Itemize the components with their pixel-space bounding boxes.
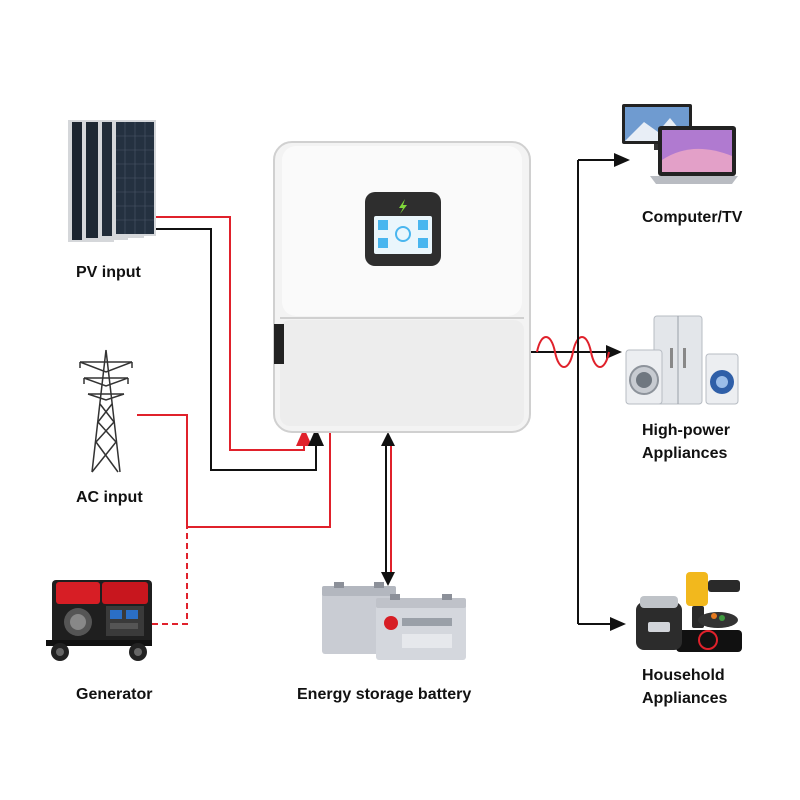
solar-panel-icon	[68, 120, 156, 242]
high-power-label-line2: Appliances	[642, 445, 728, 462]
sine-wave	[536, 336, 610, 368]
output-arrow	[606, 345, 622, 359]
battery-arrow-up	[381, 432, 395, 446]
computer-arrow	[614, 153, 630, 167]
household-appliances-icon	[636, 572, 742, 652]
inverter-icon	[273, 141, 531, 433]
generator-label: Generator	[76, 686, 153, 703]
high-power-appliances-icon	[625, 315, 739, 405]
household-appliances-label: Household Appliances	[642, 664, 727, 710]
ac-input-label: AC input	[76, 489, 143, 506]
household-label-line1: Household	[642, 667, 725, 684]
household-label-line2: Appliances	[642, 690, 728, 707]
high-power-label-line1: High-power	[642, 422, 730, 439]
generator-dashed-wire	[152, 510, 188, 625]
computer-tv-label: Computer/TV	[642, 209, 743, 226]
generator-icon	[46, 580, 152, 661]
battery-arrow-down	[381, 572, 395, 586]
pv-black-wire	[155, 228, 324, 471]
pv-input-label: PV input	[76, 264, 141, 281]
power-tower-icon	[79, 349, 133, 473]
high-power-appliances-label: High-power Appliances	[642, 419, 730, 465]
battery-icon	[322, 582, 466, 660]
computer-tv-icon	[622, 104, 738, 184]
pv-red-wire	[155, 216, 312, 451]
battery-label: Energy storage battery	[297, 686, 472, 703]
household-arrow	[610, 617, 626, 631]
